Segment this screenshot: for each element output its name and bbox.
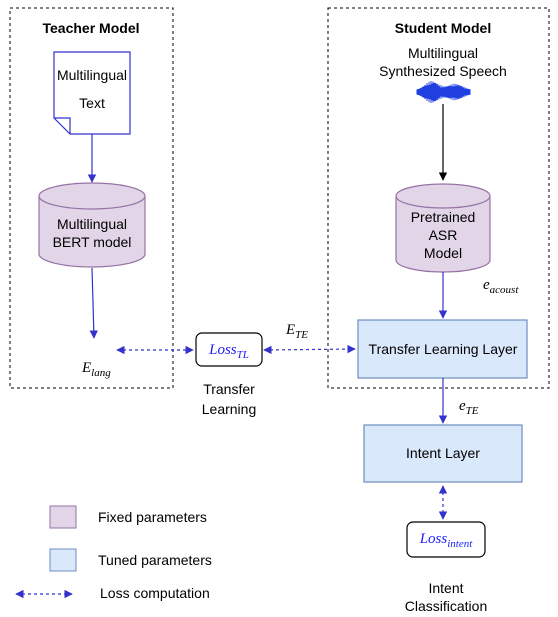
transfer-learning-caption-line1: Transfer	[203, 381, 255, 397]
waveform-bars	[416, 81, 471, 103]
loss-intent-box	[406, 521, 486, 558]
student-model-group	[327, 7, 550, 389]
transfer-learning-layer-label: Transfer Learning Layer	[369, 341, 518, 357]
intent-classification-caption-line1: Intent	[428, 580, 463, 596]
multilingual-text-document	[53, 51, 131, 135]
transfer-learning-layer-box	[357, 319, 528, 379]
legend-tuned-label: Tuned parameters	[98, 552, 212, 568]
legend-fixed-label: Fixed parameters	[98, 509, 207, 525]
arrow-bert-to-elang	[89, 267, 98, 339]
document-label-line2: Text	[79, 95, 105, 111]
bert-model-cylinder	[38, 182, 146, 268]
asr-label-line2: ASR	[429, 227, 458, 243]
speech-waveform-icon	[416, 81, 471, 103]
intent-layer-label: Intent Layer	[406, 445, 480, 461]
speech-label-line2: Synthesized Speech	[379, 63, 507, 79]
loss-arrow-losstl-tllayer	[263, 344, 356, 355]
bert-label-line2: BERT model	[53, 234, 132, 250]
asr-model-cylinder	[395, 183, 491, 273]
document-fold	[54, 117, 71, 134]
e-te-label: eTE	[459, 398, 479, 417]
bert-label-line1: Multilingual	[57, 216, 127, 232]
teacher-model-title: Teacher Model	[43, 20, 140, 36]
legend-fixed-swatch	[49, 505, 77, 529]
loss-tl-label: LossTL	[208, 342, 249, 361]
legend-loss-label: Loss computation	[100, 585, 210, 601]
E-te-label: ETE	[285, 322, 308, 341]
asr-label-line3: Model	[424, 245, 462, 261]
transfer-learning-caption-line2: Learning	[202, 401, 257, 417]
asr-label-line1: Pretrained	[411, 209, 476, 225]
student-model-title: Student Model	[395, 20, 491, 36]
teacher-model-group	[9, 7, 174, 389]
document-label-line1: Multilingual	[57, 67, 127, 83]
legend-tuned-swatch	[49, 548, 77, 572]
loss-tl-box	[195, 332, 263, 367]
loss-intent-label: Lossintent	[419, 531, 474, 550]
intent-classification-caption-line2: Classification	[405, 598, 487, 614]
e-acoust-label: eacoust	[483, 277, 519, 296]
speech-label-line1: Multilingual	[408, 45, 478, 61]
e-lang-label: Elang	[81, 360, 111, 379]
intent-layer-box	[363, 424, 523, 483]
